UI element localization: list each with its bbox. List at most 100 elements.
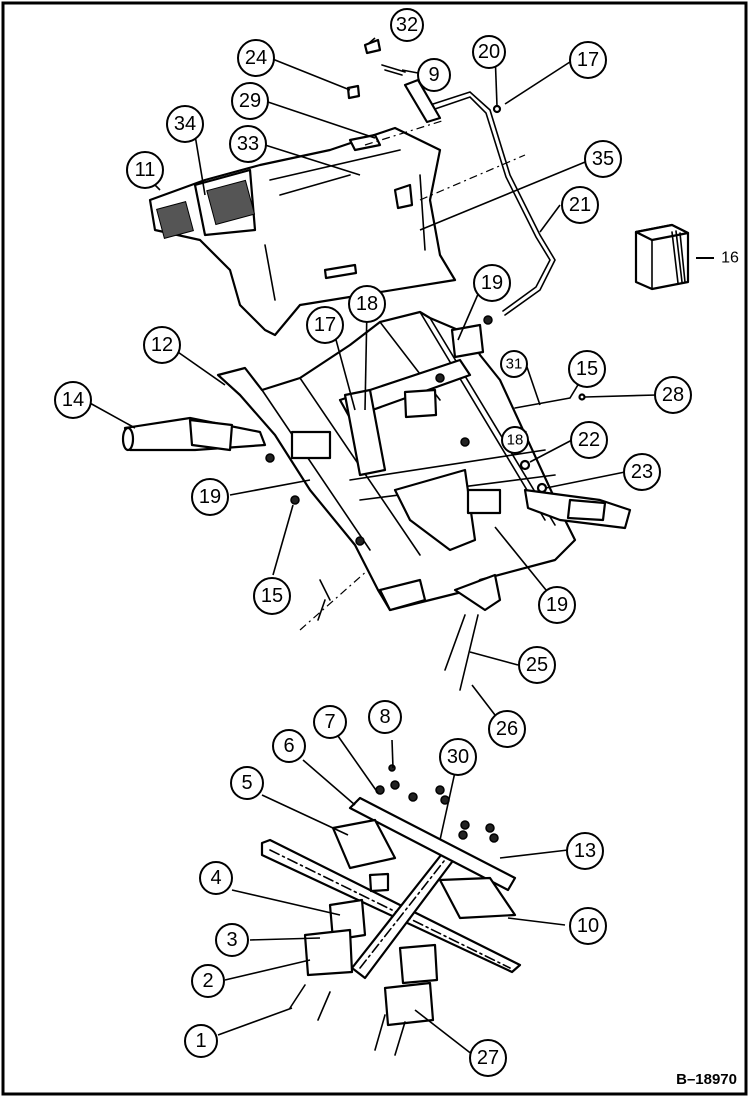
lower-bolts — [289, 984, 406, 1056]
nut — [460, 437, 470, 447]
part-24 — [346, 84, 361, 100]
callout-18a: 18 — [348, 285, 386, 323]
nut — [265, 453, 275, 463]
callout-34: 34 — [166, 105, 204, 143]
callout-15b: 15 — [568, 350, 606, 388]
callout-10: 10 — [569, 907, 607, 945]
callout-31: 31 — [500, 350, 528, 378]
figure-id: B–18970 — [676, 1071, 737, 1088]
washer-22 — [519, 459, 531, 471]
callout-label: 19 — [199, 486, 221, 508]
callout-label: 26 — [496, 718, 518, 740]
callout-18b: 18 — [501, 426, 529, 454]
callout-label: 3 — [226, 929, 237, 951]
mount-pad — [466, 488, 502, 515]
nut-23 — [536, 482, 548, 494]
mount-pad — [290, 430, 332, 460]
callout-19a: 19 — [473, 264, 511, 302]
callout-label: 17 — [314, 314, 336, 336]
callout-23: 23 — [623, 453, 661, 491]
callout-16: 16 — [721, 250, 739, 267]
callout-25: 25 — [518, 646, 556, 684]
left-tube-end — [121, 426, 135, 452]
callout-30: 30 — [439, 738, 477, 776]
callout-label: 18 — [356, 293, 378, 315]
left-tube-plate — [188, 418, 234, 452]
callout-label: 15 — [261, 585, 283, 607]
callout-29: 29 — [231, 82, 269, 120]
bolts-25-26 — [444, 614, 479, 691]
callout-label: 13 — [574, 840, 596, 862]
callout-label: 29 — [239, 90, 261, 112]
centerline — [419, 154, 526, 201]
callout-label: 25 — [526, 654, 548, 676]
callout-17b: 17 — [306, 306, 344, 344]
centerline — [364, 119, 446, 146]
lower-subframe — [260, 796, 522, 1027]
callout-2: 2 — [191, 964, 225, 998]
callout-35: 35 — [584, 140, 622, 178]
callout-5: 5 — [230, 766, 264, 800]
nut — [435, 373, 445, 383]
callout-19b: 19 — [191, 478, 229, 516]
callout-13: 13 — [566, 832, 604, 870]
callout-21: 21 — [561, 186, 599, 224]
callout-label: 9 — [428, 64, 439, 86]
callout-label: 23 — [631, 461, 653, 483]
callout-32: 32 — [390, 8, 424, 42]
callout-14: 14 — [54, 381, 92, 419]
callout-label: 24 — [245, 47, 267, 69]
callout-15a: 15 — [253, 577, 291, 615]
callout-11: 11 — [126, 151, 164, 189]
callout-label: 19 — [546, 594, 568, 616]
callout-label: 19 — [481, 272, 503, 294]
nut — [290, 495, 300, 505]
mount-pad — [403, 388, 438, 419]
callout-3: 3 — [215, 923, 249, 957]
part-9 — [381, 64, 406, 76]
callout-label: 32 — [396, 14, 418, 36]
bolt-15 — [514, 397, 571, 409]
mount-pad — [450, 323, 485, 359]
callout-28: 28 — [654, 376, 692, 414]
callout-label: 28 — [662, 384, 684, 406]
callout-19c: 19 — [538, 586, 576, 624]
callout-22: 22 — [570, 421, 608, 459]
callout-33: 33 — [229, 125, 267, 163]
callout-label: 33 — [237, 133, 259, 155]
callout-label: 11 — [135, 159, 156, 181]
callout-label: 4 — [210, 867, 221, 889]
callout-27: 27 — [469, 1039, 507, 1077]
part-bar — [403, 78, 442, 124]
washer-28 — [578, 393, 586, 401]
callout-label: 7 — [324, 711, 335, 733]
callout-6: 6 — [272, 729, 306, 763]
nut — [483, 315, 493, 325]
callout-label: 8 — [379, 706, 390, 728]
front-panel-assembly — [148, 126, 457, 337]
callout-label: 12 — [151, 334, 173, 356]
callout-label: 15 — [576, 358, 598, 380]
part-32 — [363, 38, 382, 55]
callout-label: 27 — [477, 1047, 499, 1069]
part-20 — [492, 104, 502, 114]
callout-20: 20 — [472, 35, 506, 69]
callout-label: 17 — [577, 49, 599, 71]
callout-label: 18 — [507, 432, 524, 449]
callout-label: 35 — [592, 148, 614, 170]
callout-label: 2 — [202, 970, 213, 992]
manual-pack — [634, 223, 690, 291]
callout-17a: 17 — [569, 41, 607, 79]
callout-1: 1 — [184, 1024, 218, 1058]
callout-24: 24 — [237, 39, 275, 77]
hand-rail — [429, 91, 556, 316]
callout-4: 4 — [199, 861, 233, 895]
callout-label: 14 — [62, 389, 84, 411]
bracket-lines — [317, 579, 331, 621]
callout-9: 9 — [417, 58, 451, 92]
callout-8: 8 — [368, 700, 402, 734]
callout-label: 5 — [241, 772, 252, 794]
callout-7: 7 — [313, 705, 347, 739]
